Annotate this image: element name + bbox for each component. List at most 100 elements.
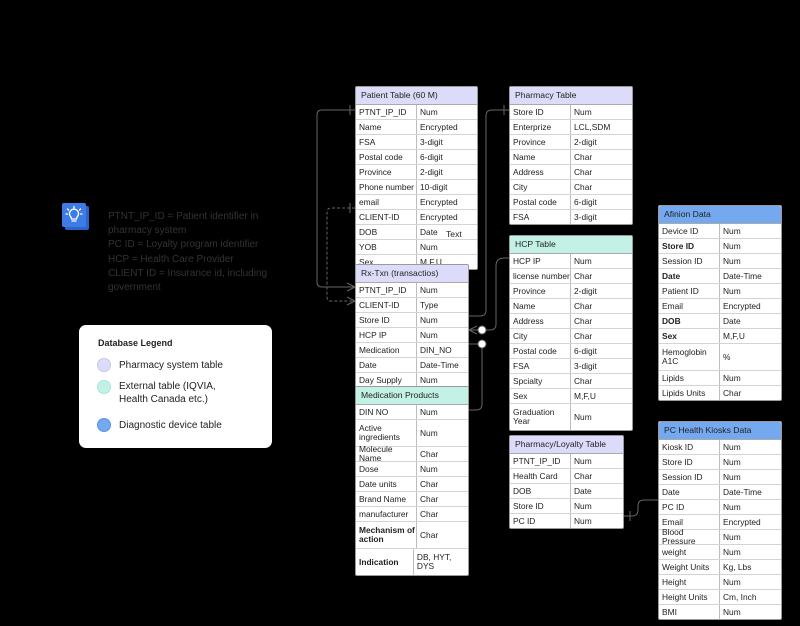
table-title[interactable]: Afinion Data [659, 206, 781, 224]
field-name: Medication [356, 343, 417, 357]
table-title[interactable]: Medication Products [356, 387, 468, 405]
field-name: PC ID [659, 500, 720, 514]
table-title[interactable]: Rx-Txn (transactios) [356, 265, 468, 283]
field-type: Num [723, 225, 741, 236]
table-title[interactable]: Pharmacy/Loyalty Table [510, 436, 623, 454]
field-name: PC ID [510, 514, 571, 528]
floating-text-label[interactable]: Text [446, 229, 462, 239]
field-name: Store ID [510, 499, 571, 513]
table-title[interactable]: PC Health Kiosks Data [659, 422, 781, 440]
table-title[interactable]: Pharmacy Table [510, 87, 632, 105]
field-name: Store ID [659, 455, 720, 469]
table-title[interactable]: HCP Table [510, 236, 632, 254]
table-row[interactable]: Hemoglobin A1C% [659, 344, 781, 371]
table-title[interactable]: Patient Table (60 M) [356, 87, 477, 105]
connector-node-hcp [477, 325, 487, 335]
field-name: Email [659, 515, 720, 529]
field-name: license number [510, 269, 571, 283]
